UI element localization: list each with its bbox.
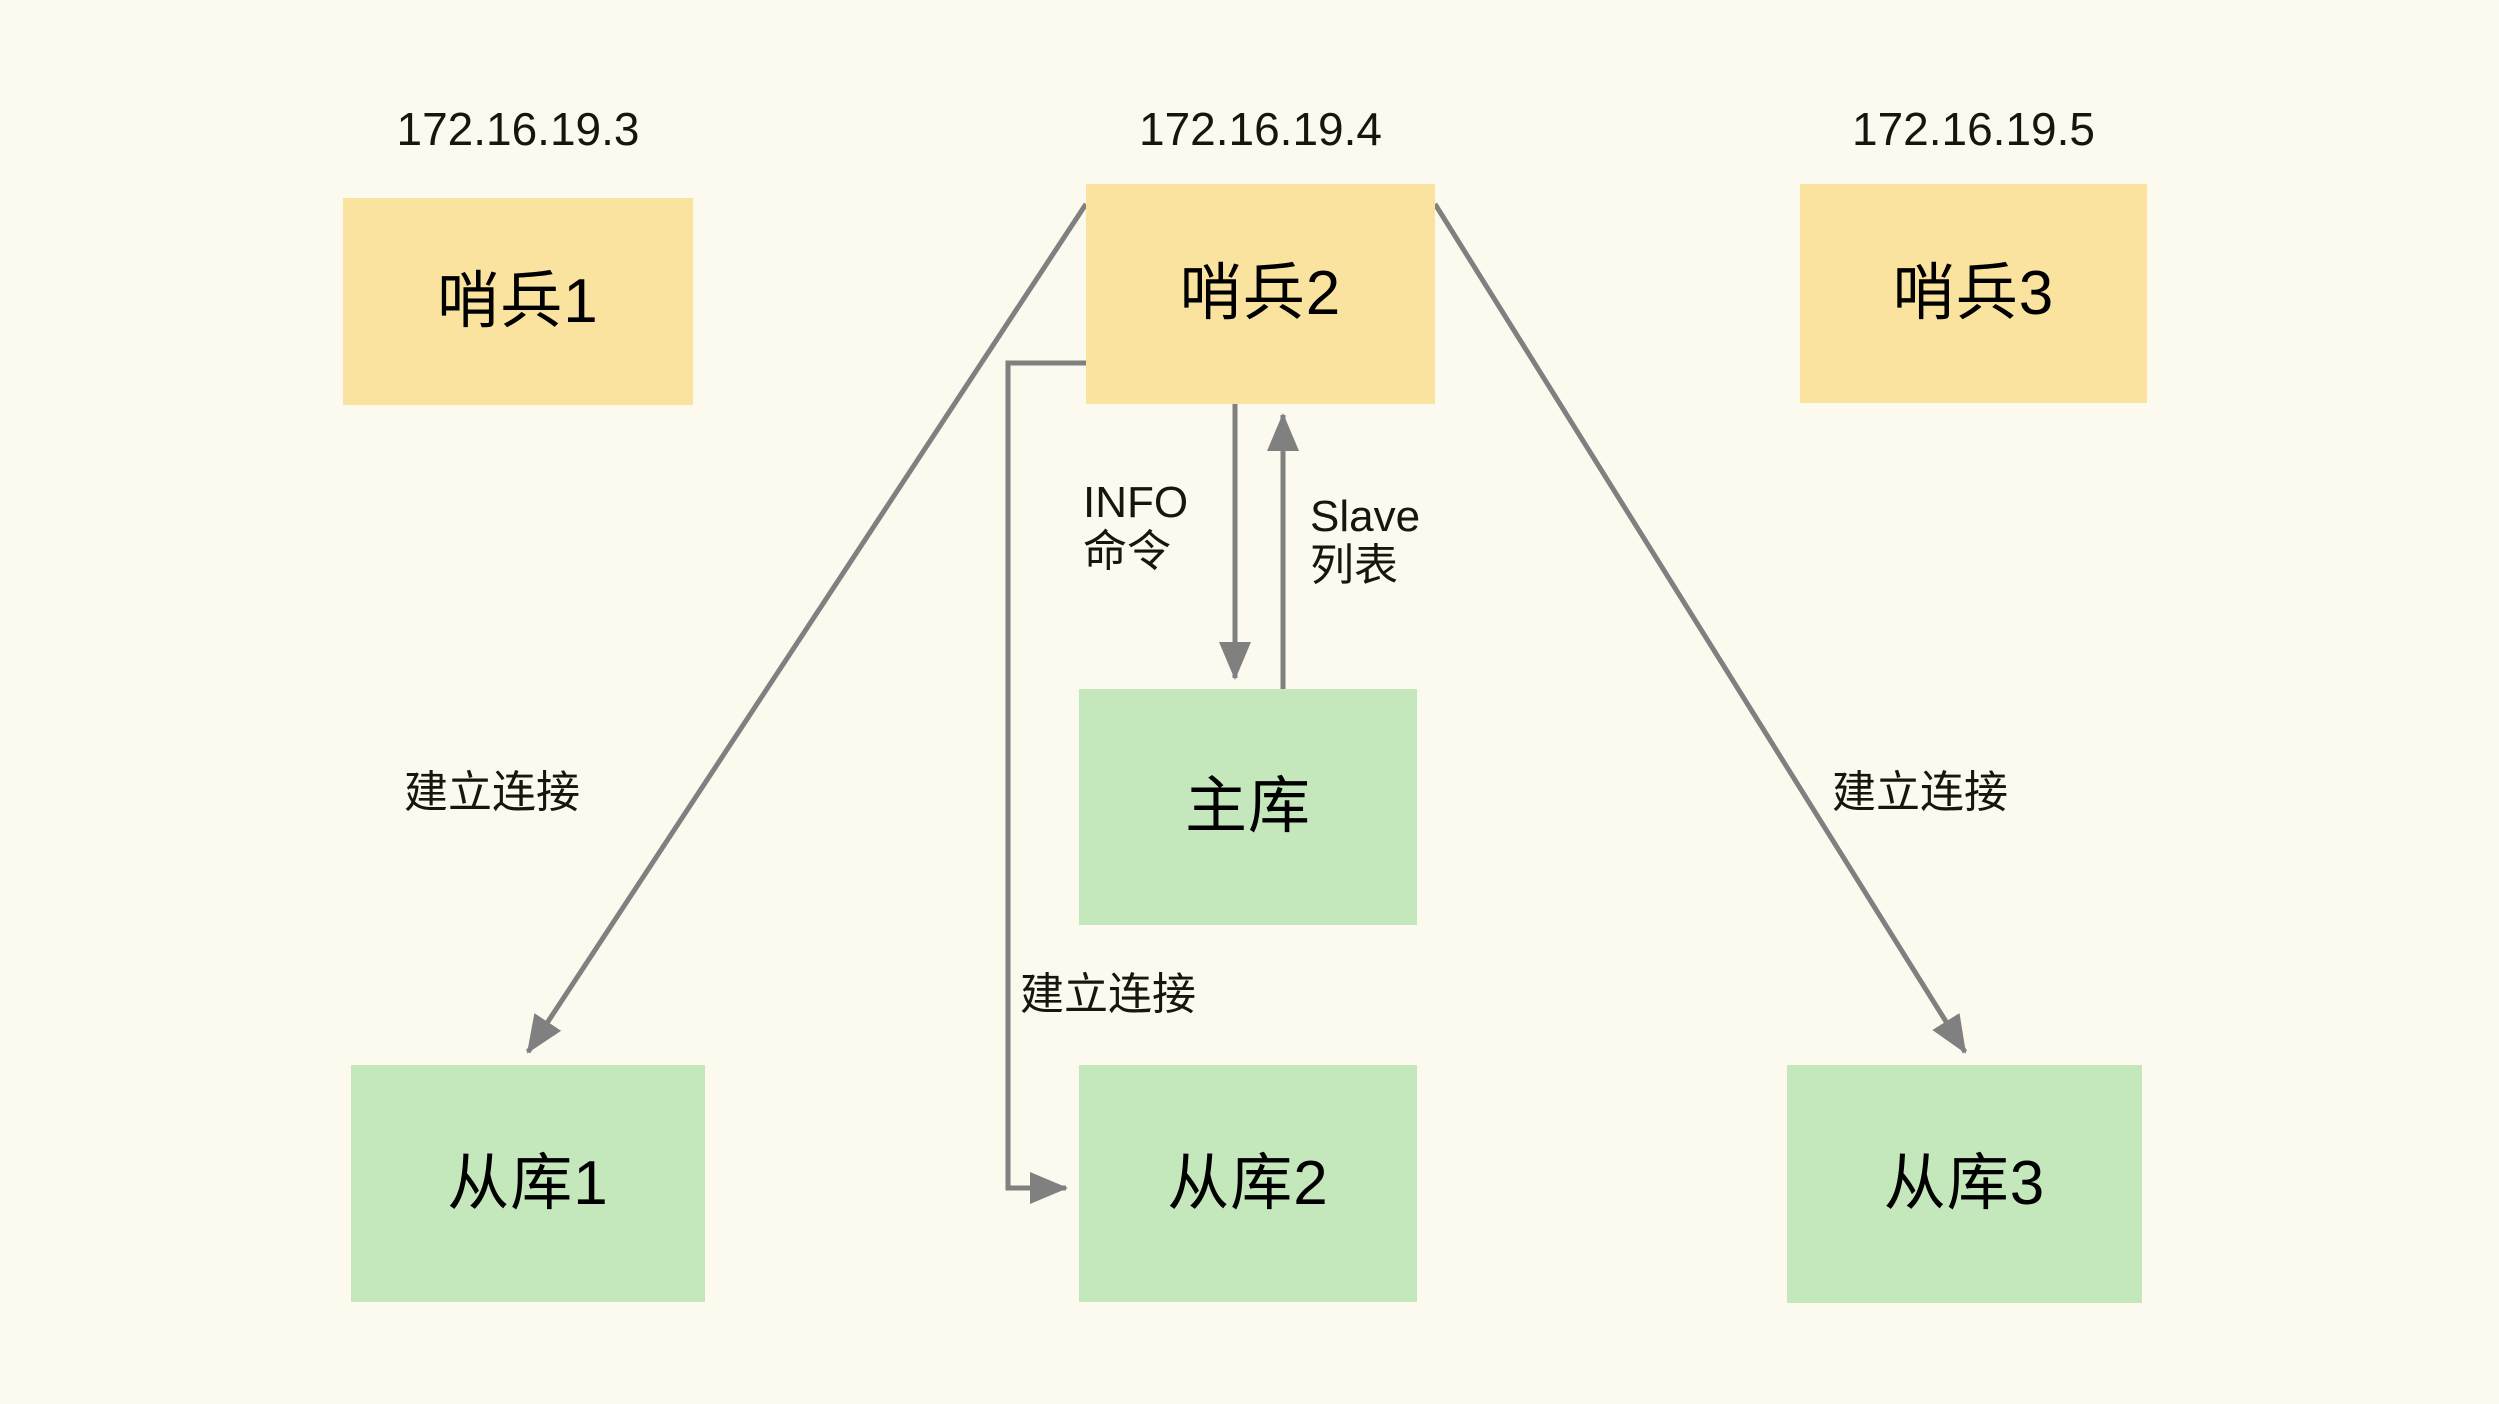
node-master[interactable]: 主库: [1079, 689, 1417, 925]
ip-label-sentinel3: 172.16.19.5: [1851, 103, 2095, 155]
node-sentinel3[interactable]: 哨兵3: [1800, 184, 2147, 403]
ip-label-sentinel2: 172.16.19.4: [1138, 103, 1382, 155]
node-sentinel1[interactable]: 哨兵1: [343, 198, 693, 405]
node-replica3[interactable]: 从库3: [1787, 1065, 2142, 1303]
node-sentinel2[interactable]: 哨兵2: [1086, 184, 1435, 404]
edge-label-connect-right: 建立连接: [1832, 768, 2008, 817]
edge-label-connect-left: 建立连接: [404, 768, 580, 817]
edge-label-connect-middle: 建立连接: [1020, 970, 1196, 1019]
node-replica1[interactable]: 从库1: [351, 1065, 705, 1302]
node-replica2[interactable]: 从库2: [1079, 1065, 1417, 1302]
edge-sentinel2-to-replica3: [1432, 202, 1968, 1054]
edge-sentinel2-to-replica2: [1005, 360, 1086, 1204]
edge-label-info-command: INFO 命令: [1083, 478, 1189, 577]
edge-sentinel2-to-replica1: [525, 202, 1089, 1054]
ip-label-sentinel1: 172.16.19.3: [396, 103, 640, 155]
edge-label-slave-list: Slave 列表: [1310, 492, 1421, 591]
